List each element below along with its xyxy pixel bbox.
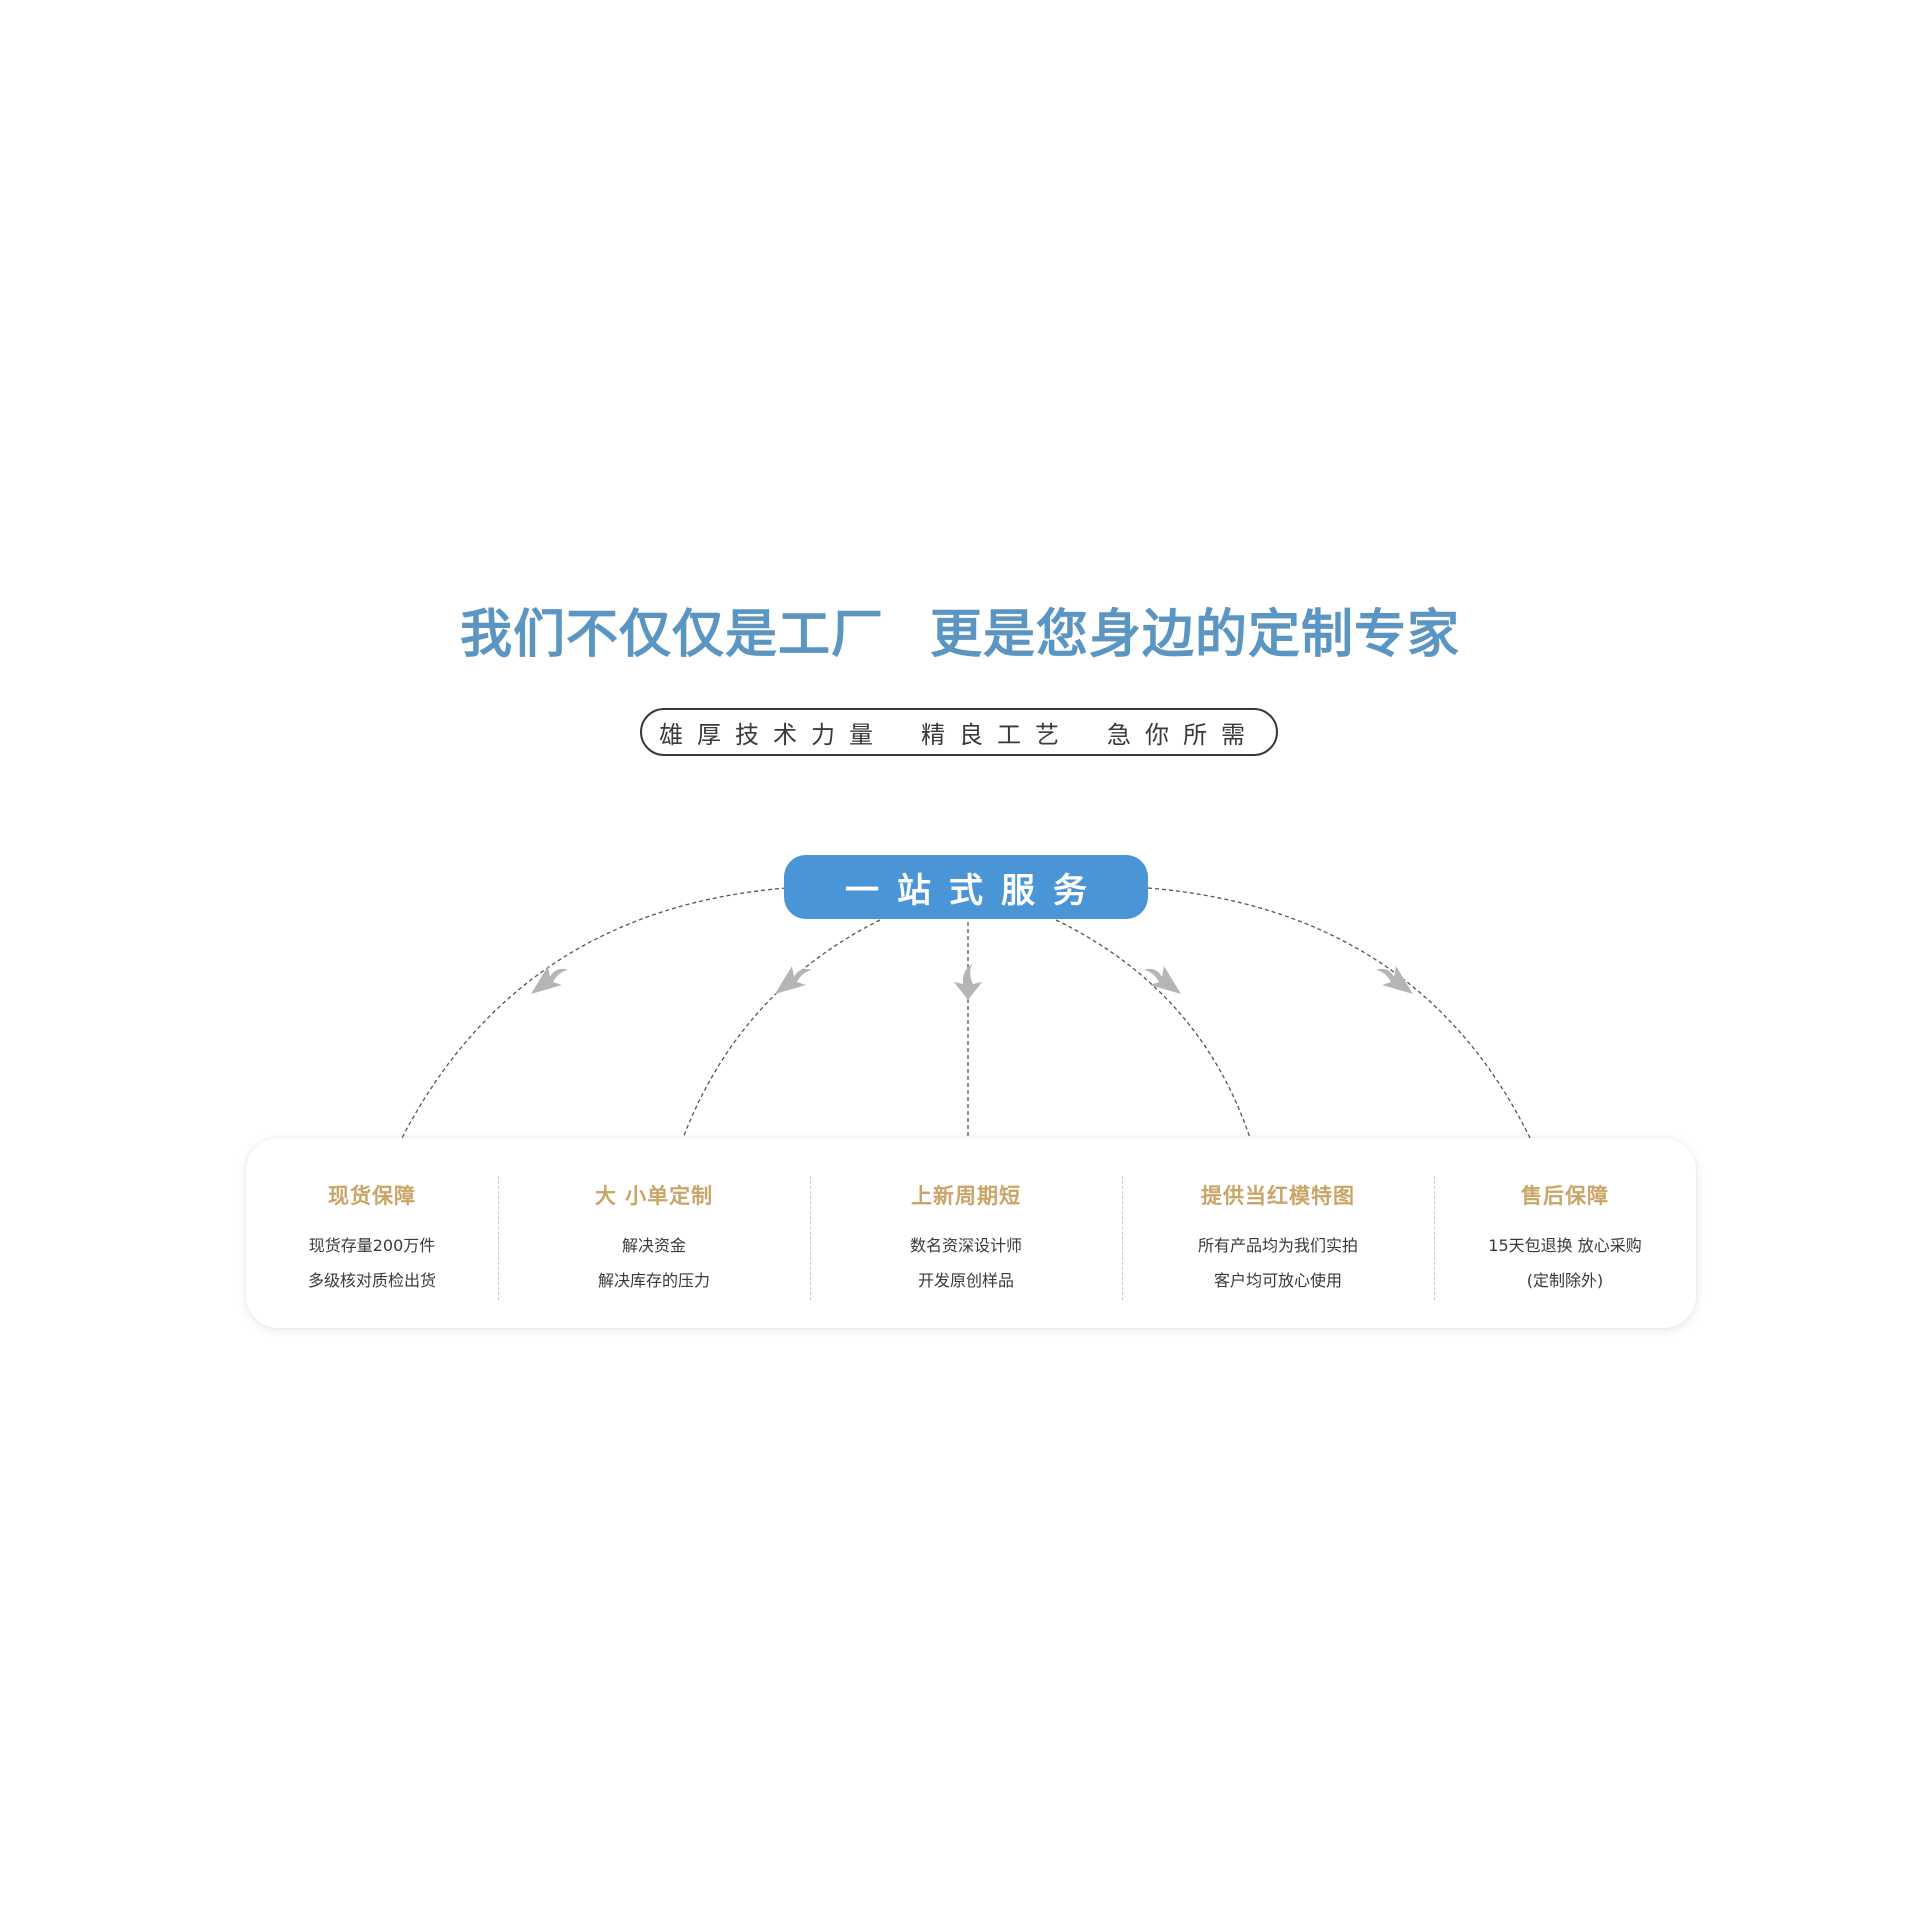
headline: 我们不仅仅是工厂更是您身边的定制专家 — [0, 592, 1920, 667]
divider — [810, 1176, 811, 1300]
divider — [1434, 1176, 1435, 1300]
service-item: 现货保障 现货存量200万件 多级核对质检出货 — [246, 1138, 498, 1328]
service-line: 解决资金 — [621, 1236, 686, 1255]
arrow-icon — [954, 964, 982, 1000]
service-item: 大 小单定制 解决资金 解决库存的压力 — [498, 1138, 810, 1328]
arrow-icon — [1376, 966, 1413, 994]
service-item: 上新周期短 数名资深设计师 开发原创样品 — [810, 1138, 1122, 1328]
connector-line-1 — [401, 887, 787, 1139]
service-title: 现货保障 — [328, 1184, 416, 1208]
service-line: 多级核对质检出货 — [307, 1271, 436, 1290]
tagline-item: 精良工艺 — [921, 720, 1073, 749]
divider — [498, 1176, 499, 1300]
arrow-icon — [775, 966, 812, 994]
service-line: 解决库存的压力 — [597, 1271, 710, 1290]
tagline-pill: 雄厚技术力量 精良工艺 急你所需 — [640, 708, 1278, 756]
service-line: (定制除外) — [1526, 1271, 1604, 1290]
connector-line-2 — [682, 919, 881, 1139]
service-line: 数名资深设计师 — [909, 1236, 1022, 1255]
service-title: 售后保障 — [1521, 1184, 1609, 1208]
service-item: 提供当红模特图 所有产品均为我们实拍 客户均可放心使用 — [1122, 1138, 1434, 1328]
service-title: 上新周期短 — [911, 1184, 1021, 1208]
service-line: 现货存量200万件 — [308, 1236, 436, 1255]
service-line: 15天包退换 放心采购 — [1488, 1236, 1642, 1255]
service-line: 开发原创样品 — [917, 1271, 1014, 1290]
service-item: 售后保障 15天包退换 放心采购 (定制除外) — [1434, 1138, 1696, 1328]
arrow-icon — [1144, 966, 1181, 994]
tagline-item: 雄厚技术力量 — [659, 720, 887, 749]
hub-label: 一站式服务 — [784, 855, 1148, 919]
service-line: 所有产品均为我们实拍 — [1197, 1236, 1358, 1255]
service-title: 大 小单定制 — [594, 1184, 714, 1208]
connector-line-5 — [1147, 887, 1531, 1139]
headline-left: 我们不仅仅是工厂 — [459, 605, 884, 665]
divider — [1122, 1176, 1123, 1300]
connector-line-4 — [1055, 919, 1251, 1139]
headline-right: 更是您身边的定制专家 — [930, 605, 1461, 665]
tagline-item: 急你所需 — [1107, 720, 1259, 749]
service-line: 客户均可放心使用 — [1213, 1271, 1342, 1290]
arrow-icon — [531, 966, 568, 994]
service-title: 提供当红模特图 — [1201, 1184, 1355, 1208]
services-card: 现货保障 现货存量200万件 多级核对质检出货 大 小单定制 解决资金 解决库存… — [246, 1138, 1696, 1328]
